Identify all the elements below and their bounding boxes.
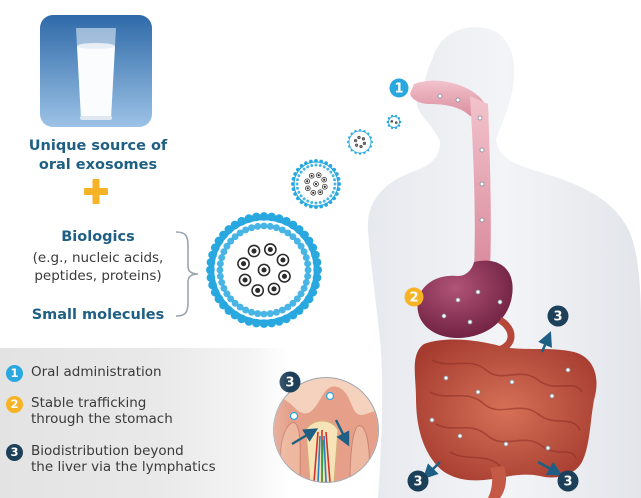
source-title: Unique source of oral exosomes (0, 137, 196, 175)
legend-number: 1 (6, 365, 23, 382)
marker-oral: 1 (394, 82, 403, 97)
exosome-icon (291, 159, 341, 209)
legend-number: 2 (6, 396, 23, 413)
legend-item-stable-trafficking: 2 Stable trafficking through the stomach (6, 395, 173, 427)
biologics-examples: (e.g., nucleic acids, peptides, proteins… (0, 249, 196, 285)
legend-item-oral-administration: 1 Oral administration (6, 364, 162, 382)
marker-stomach: 2 (409, 291, 418, 306)
exosome-icon (387, 115, 402, 129)
small-molecules-title: Small molecules (0, 306, 196, 324)
exosome-icon (206, 212, 322, 328)
marker-lymph-lower-right: 3 (563, 475, 572, 490)
legend-panel: 1 Oral administration 2 Stable trafficki… (0, 348, 290, 498)
plus-icon (84, 179, 108, 204)
legend-text: Biodistribution beyond the liver via the… (31, 443, 216, 475)
legend-number: 3 (6, 444, 23, 461)
marker-lymph-lower-left: 3 (413, 475, 422, 490)
legend-text: Oral administration (31, 364, 162, 380)
legend-item-biodistribution: 3 Biodistribution beyond the liver via t… (6, 443, 216, 475)
exosome-icon (347, 129, 373, 155)
biologics-title: Biologics (0, 228, 196, 246)
marker-lymph-upper: 3 (553, 310, 562, 325)
legend-text: Stable trafficking through the stomach (31, 395, 173, 427)
milk-glass-icon (40, 15, 152, 127)
